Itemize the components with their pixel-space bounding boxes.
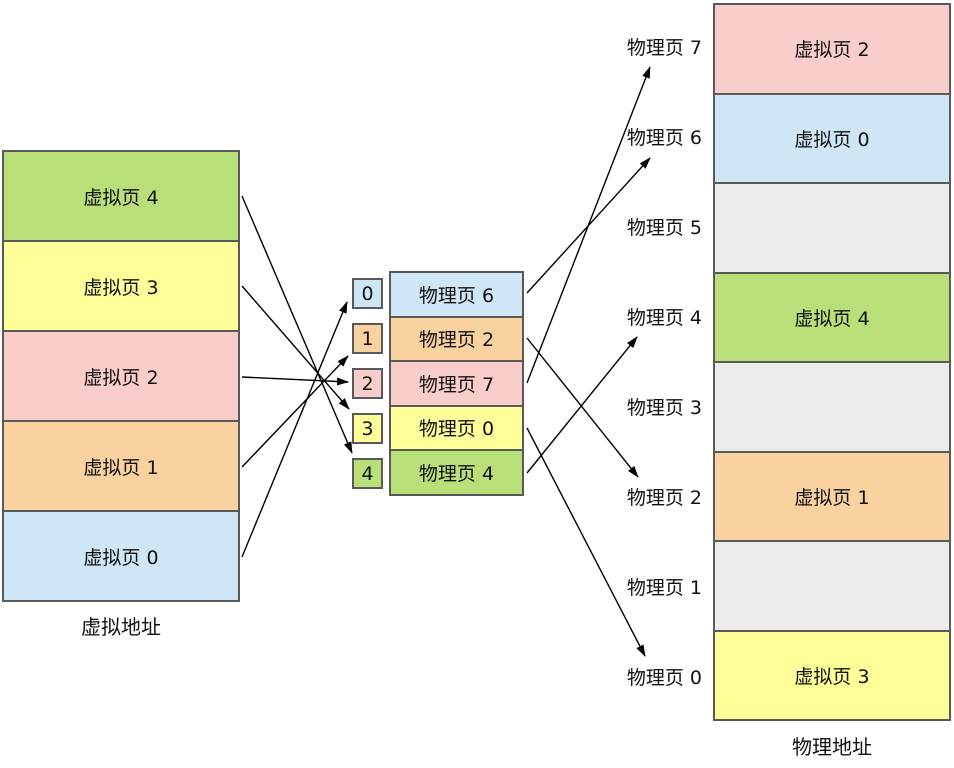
virtual-page-4-label: 虚拟页 4	[83, 186, 159, 209]
arrow-table-entry-3-to-physical-page-0	[526, 427, 646, 657]
arrow-virtual-page-0-to-index-0	[241, 301, 348, 558]
physical-page-2-label: 物理页 2	[626, 487, 702, 509]
physical-page-0-label: 物理页 0	[626, 667, 702, 689]
arrow-virtual-page-3-to-index-3	[241, 285, 350, 410]
page-table-entry-3: 物理页 0	[389, 404, 524, 451]
page-table-entry-4: 物理页 4	[389, 449, 524, 496]
virtual-page-2-box: 虚拟页 2	[2, 330, 240, 422]
page-table-index-4: 4	[352, 458, 383, 489]
page-table-index-2: 2	[352, 368, 383, 399]
arrow-virtual-page-1-to-index-1	[241, 355, 349, 468]
physical-slot-7-box: 虚拟页 2	[713, 3, 951, 95]
physical-page-5-label: 物理页 5	[626, 217, 702, 239]
physical-memory-column: 虚拟页 2 虚拟页 0 虚拟页 4 虚拟页 1 虚拟页 3	[713, 3, 951, 721]
page-table-entry-3-label: 物理页 0	[418, 418, 495, 441]
page-table-entry-0: 物理页 6	[389, 271, 524, 318]
page-table-index-4-label: 4	[361, 462, 374, 485]
physical-slot-2-content: 虚拟页 1	[794, 486, 870, 509]
physical-page-7-label: 物理页 7	[626, 37, 702, 59]
page-table-entry-2-label: 物理页 7	[418, 373, 495, 396]
virtual-page-0-label: 虚拟页 0	[83, 546, 159, 569]
physical-slot-4-box: 虚拟页 4	[713, 271, 951, 363]
virtual-address-caption: 虚拟地址	[81, 615, 161, 639]
virtual-page-1-label: 虚拟页 1	[83, 456, 159, 479]
physical-slot-7-content: 虚拟页 2	[794, 39, 870, 62]
physical-page-3-label: 物理页 3	[626, 397, 702, 419]
page-table-entry-1-label: 物理页 2	[418, 329, 495, 352]
virtual-page-3-label: 虚拟页 3	[83, 276, 159, 299]
virtual-page-2-label: 虚拟页 2	[83, 366, 159, 389]
page-table-index-1: 1	[352, 323, 383, 354]
page-table-entry-4-label: 物理页 4	[418, 462, 495, 485]
page-table-index-2-label: 2	[361, 372, 374, 395]
page-table-index-3-label: 3	[361, 417, 374, 440]
page-table-index-0: 0	[352, 278, 383, 309]
physical-slot-4-content: 虚拟页 4	[794, 307, 870, 330]
physical-slot-3-box	[713, 361, 951, 453]
arrow-virtual-page-2-to-index-2	[241, 376, 349, 386]
virtual-page-1-box: 虚拟页 1	[2, 420, 240, 512]
physical-page-6-label: 物理页 6	[626, 127, 702, 149]
physical-slot-6-content: 虚拟页 0	[794, 128, 870, 151]
virtual-page-4-box: 虚拟页 4	[2, 150, 240, 242]
physical-slot-0-content: 虚拟页 3	[794, 665, 870, 688]
page-table-index-0-label: 0	[361, 282, 374, 305]
arrow-virtual-page-4-to-index-4	[241, 195, 353, 454]
page-table: 物理页 6 物理页 2 物理页 7 物理页 0 物理页 4	[389, 271, 524, 496]
page-table-entry-2: 物理页 7	[389, 360, 524, 407]
page-table-entry-0-label: 物理页 6	[418, 284, 495, 307]
physical-page-4-label: 物理页 4	[626, 307, 702, 329]
page-table-index-1-label: 1	[361, 327, 374, 350]
virtual-memory-column: 虚拟页 4 虚拟页 3 虚拟页 2 虚拟页 1 虚拟页 0	[2, 150, 240, 602]
physical-slot-1-box	[713, 540, 951, 632]
physical-page-1-label: 物理页 1	[626, 577, 702, 599]
physical-slot-6-box: 虚拟页 0	[713, 92, 951, 184]
page-table-index-3: 3	[352, 413, 383, 444]
physical-slot-0-box: 虚拟页 3	[713, 629, 951, 721]
virtual-page-3-box: 虚拟页 3	[2, 240, 240, 332]
virtual-page-0-box: 虚拟页 0	[2, 510, 240, 602]
page-table-entry-1: 物理页 2	[389, 315, 524, 362]
physical-slot-2-box: 虚拟页 1	[713, 450, 951, 542]
physical-slot-5-box	[713, 182, 951, 274]
physical-address-caption: 物理地址	[792, 735, 872, 759]
